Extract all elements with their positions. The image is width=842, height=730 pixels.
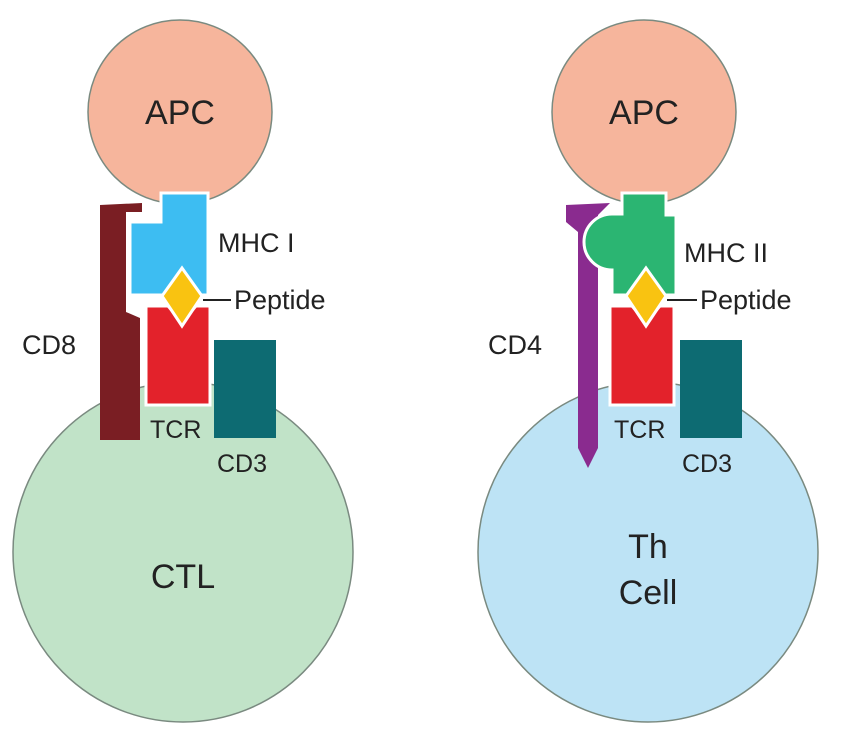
cd4-coreceptor <box>566 203 610 468</box>
mhc-label: MHC II <box>684 238 768 268</box>
cd3-complex <box>680 340 742 438</box>
panel-ctl: APC MHC I Peptide CD8 TCR CD3 CTL <box>12 19 354 723</box>
cell-label-line: CTL <box>151 558 215 596</box>
peptide-label: Peptide <box>700 285 792 315</box>
coreceptor-label: CD8 <box>22 330 76 360</box>
peptide <box>624 265 668 329</box>
apc-label: APC <box>609 94 679 132</box>
cell-label-line: Th <box>628 528 668 566</box>
cd3-complex <box>214 340 276 438</box>
cell-label-line: Cell <box>619 574 678 612</box>
cd3-label: CD3 <box>217 450 267 478</box>
tcr-label: TCR <box>614 416 665 444</box>
peptide <box>160 265 204 329</box>
mhc-label: MHC I <box>218 228 295 258</box>
cd8-coreceptor <box>100 203 142 440</box>
tcr-label: TCR <box>150 416 201 444</box>
coreceptor-label: CD4 <box>488 330 542 360</box>
panel-th: APC MHC II Peptide CD4 TCR CD3 Th Cell <box>477 19 819 723</box>
apc-label: APC <box>145 94 215 132</box>
cd3-label: CD3 <box>682 450 732 478</box>
peptide-label: Peptide <box>234 285 326 315</box>
